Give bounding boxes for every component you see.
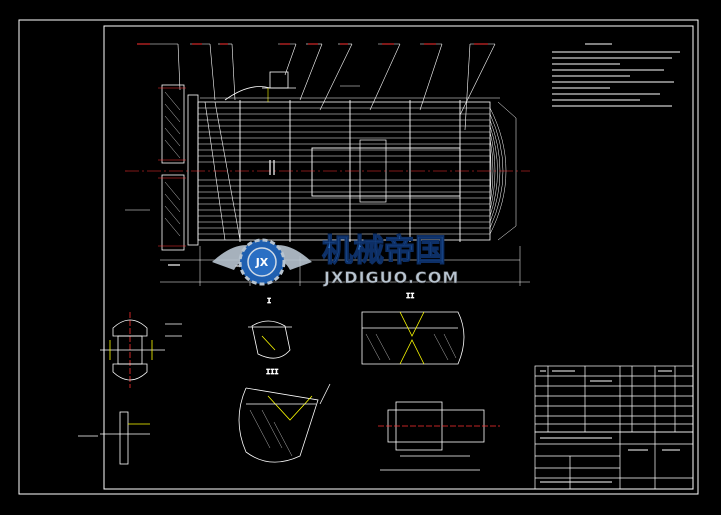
- detail-III-label: III: [266, 368, 279, 376]
- detail-III: III: [238, 368, 331, 463]
- nozzle-section-detail: [378, 401, 500, 471]
- watermark: JX 机械帝国 JXDIGUO.COM: [212, 233, 459, 287]
- technical-requirements: [552, 43, 680, 107]
- channel-top: [161, 84, 185, 164]
- gear-logo-icon: JX: [212, 238, 312, 286]
- flange-detail: [100, 312, 182, 388]
- detail-II: II: [361, 292, 465, 365]
- watermark-site: JXDIGUO.COM: [323, 268, 459, 287]
- channel-bottom: [161, 174, 185, 251]
- tubesheet-hatch: [164, 91, 181, 237]
- outer-border: [18, 19, 699, 495]
- detail-II-label: II: [406, 292, 414, 300]
- watermark-title: 机械帝国: [322, 233, 446, 269]
- detail-I: I: [248, 297, 292, 359]
- title-block-text-marks: [540, 370, 680, 483]
- logo-text: JX: [255, 256, 269, 269]
- gasket-detail: [78, 411, 150, 465]
- title-block: [534, 431, 694, 490]
- parts-list: [534, 365, 694, 433]
- inner-frame: [103, 25, 694, 490]
- main-assembly-view: [125, 43, 530, 286]
- detail-I-label: I: [267, 297, 271, 305]
- tube-bundle: [198, 107, 490, 235]
